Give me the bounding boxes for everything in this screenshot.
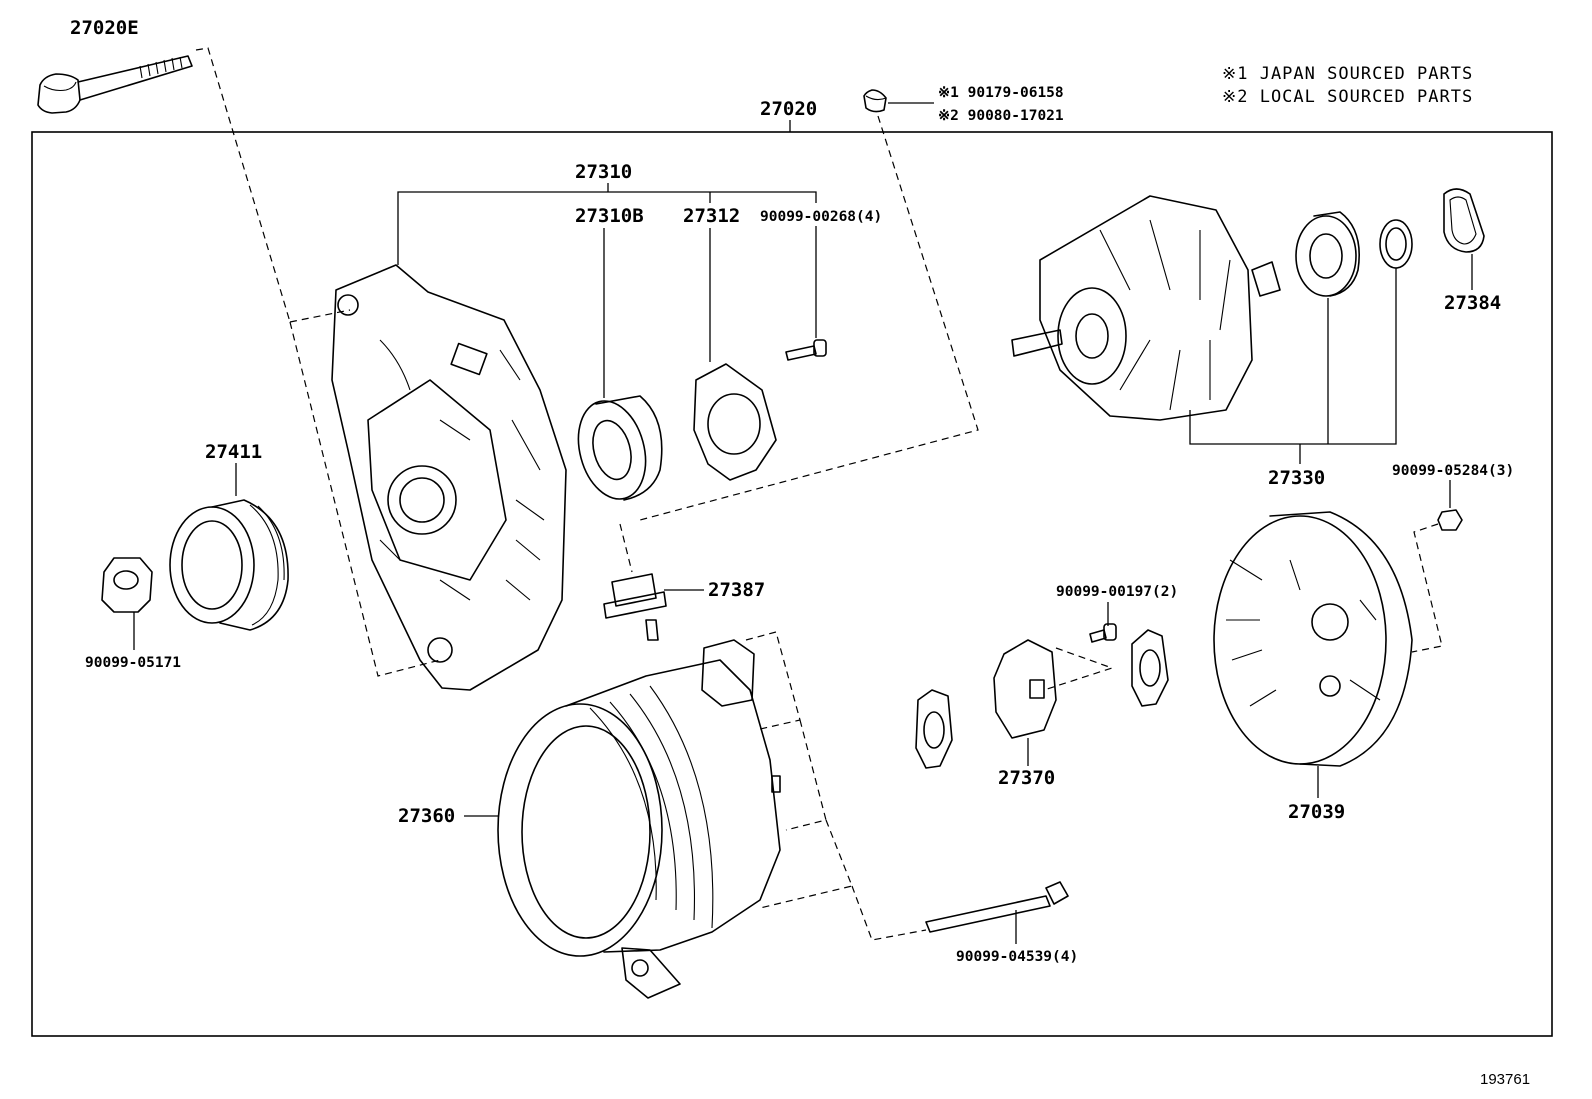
label-bolt-variant-1: ※1 90179-06158 [938,85,1064,101]
label-27384: 27384 [1444,292,1501,314]
guide-line-top-bolt [639,115,979,521]
screw-90099-00197[interactable] [1089,623,1117,643]
nut-90099-05171[interactable] [101,557,153,613]
label-90099-00268: 90099-00268(4) [760,209,882,225]
insulator-27387[interactable] [603,573,667,641]
note-japan-sourced: ※1 JAPAN SOURCED PARTS [1222,64,1473,84]
bolt-27020E[interactable] [37,55,193,114]
rotor-27330[interactable] [1011,195,1281,421]
nut-90099-05284[interactable] [1437,509,1463,531]
screw-90099-00268[interactable] [785,339,827,361]
note-local-sourced: ※2 LOCAL SOURCED PARTS [1222,87,1473,107]
label-27370: 27370 [998,767,1055,789]
rotor-washer[interactable] [1379,219,1413,269]
gasket-left[interactable] [915,689,953,769]
diagram-id: 193761 [1480,1071,1530,1088]
label-27310: 27310 [575,161,632,183]
stator-frame-27360[interactable] [497,639,781,999]
label-90099-04539: 90099-04539(4) [956,949,1078,965]
label-27039: 27039 [1288,801,1345,823]
label-27312: 27312 [683,205,740,227]
bearing-27310B[interactable] [568,393,663,506]
guide-line-bolt-27020E [195,47,441,677]
drive-end-frame-27310[interactable] [331,264,567,691]
label-27020: 27020 [760,98,817,120]
assembly-frame [31,131,1553,1037]
guide-line-rear-cover [1411,523,1443,653]
gasket-right[interactable] [1131,629,1169,707]
label-bolt-variant-2: ※2 90080-17021 [938,108,1064,124]
guide-line-27387 [619,523,633,573]
label-90099-00197: 90099-00197(2) [1056,584,1178,600]
rear-cover-27039[interactable] [1213,511,1413,767]
label-27411: 27411 [205,441,262,463]
label-27020E: 27020E [70,17,139,39]
label-27330: 27330 [1268,467,1325,489]
retainer-plate-27312[interactable] [693,363,777,481]
label-90099-05171: 90099-05171 [85,655,181,671]
label-27310B: 27310B [575,205,644,227]
rotor-bearing[interactable] [1295,211,1360,297]
label-27387: 27387 [708,579,765,601]
label-27360: 27360 [398,805,455,827]
guide-line-stator [745,631,927,941]
brush-holder-27370[interactable] [993,639,1057,739]
pulley-27411[interactable] [169,499,289,631]
bolt-90179-06158[interactable] [863,89,887,113]
label-90099-05284: 90099-05284(3) [1392,463,1514,479]
bolt-90099-04539[interactable] [925,881,1069,933]
cover-27384[interactable] [1443,188,1485,253]
